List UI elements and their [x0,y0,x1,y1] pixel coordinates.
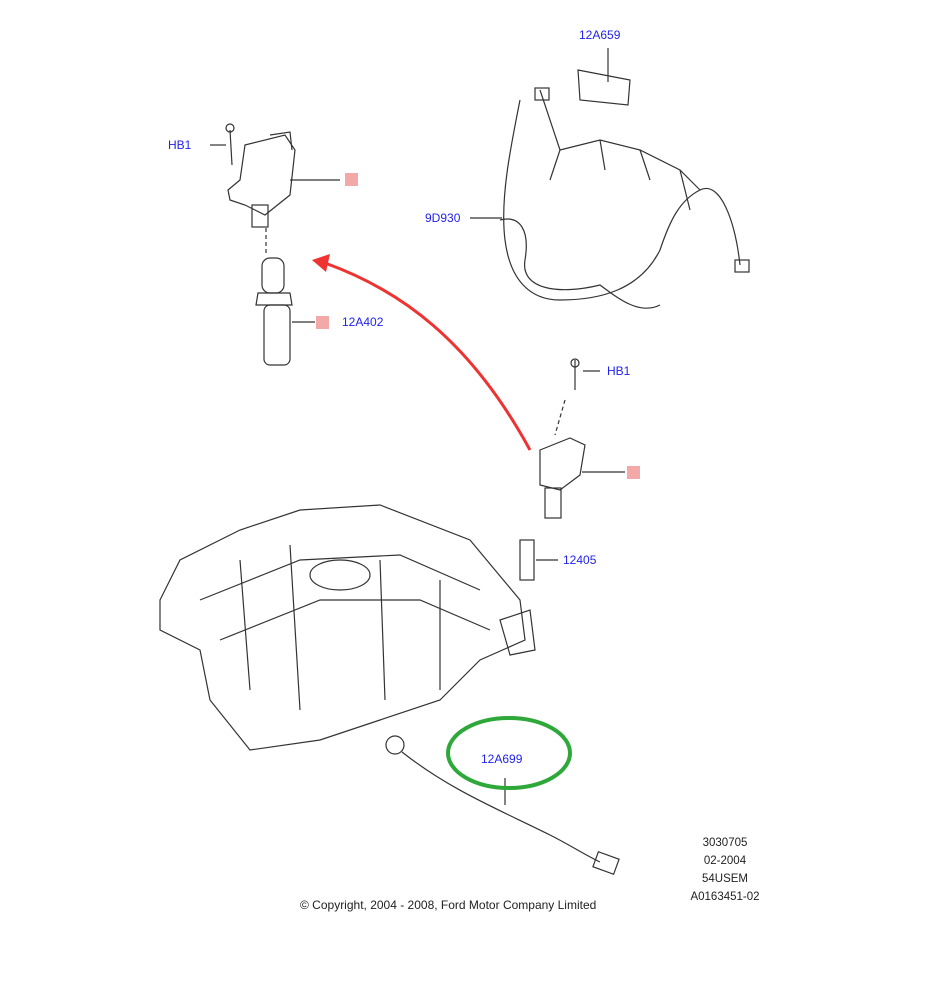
meta-line: 3030705 [702,837,748,849]
label-9d930[interactable]: 9D930 [425,211,461,225]
copyright: © Copyright, 2004 - 2008, Ford Motor Com… [300,898,597,912]
meta-line: 54USEM [701,873,749,885]
label-hb1-right[interactable]: HB1 [607,364,631,378]
highlight-circle [446,716,572,790]
label-hb1-top[interactable]: HB1 [168,138,192,152]
ignition-coil-right [519,358,586,581]
ignition-coil-top [225,123,296,228]
coil-boot [255,257,293,366]
arrow-head [312,254,330,272]
marker-square [345,173,358,186]
red-arrow [324,261,532,451]
label-12a699[interactable]: 12A699 [481,752,523,766]
meta-line: 02-2004 [703,855,747,867]
marker-square [627,466,640,479]
label-12405[interactable]: 12405 [563,553,597,567]
marker-square [316,316,329,329]
intake-manifold [159,504,536,751]
diagram-metadata: 3030705 02-2004 54USEM A0163451-02 [680,834,770,906]
knock-sensor [385,735,620,876]
label-12a402[interactable]: 12A402 [342,315,384,329]
wiring-harness [499,69,750,309]
meta-line: A0163451-02 [690,891,760,903]
label-12a659[interactable]: 12A659 [579,28,621,42]
